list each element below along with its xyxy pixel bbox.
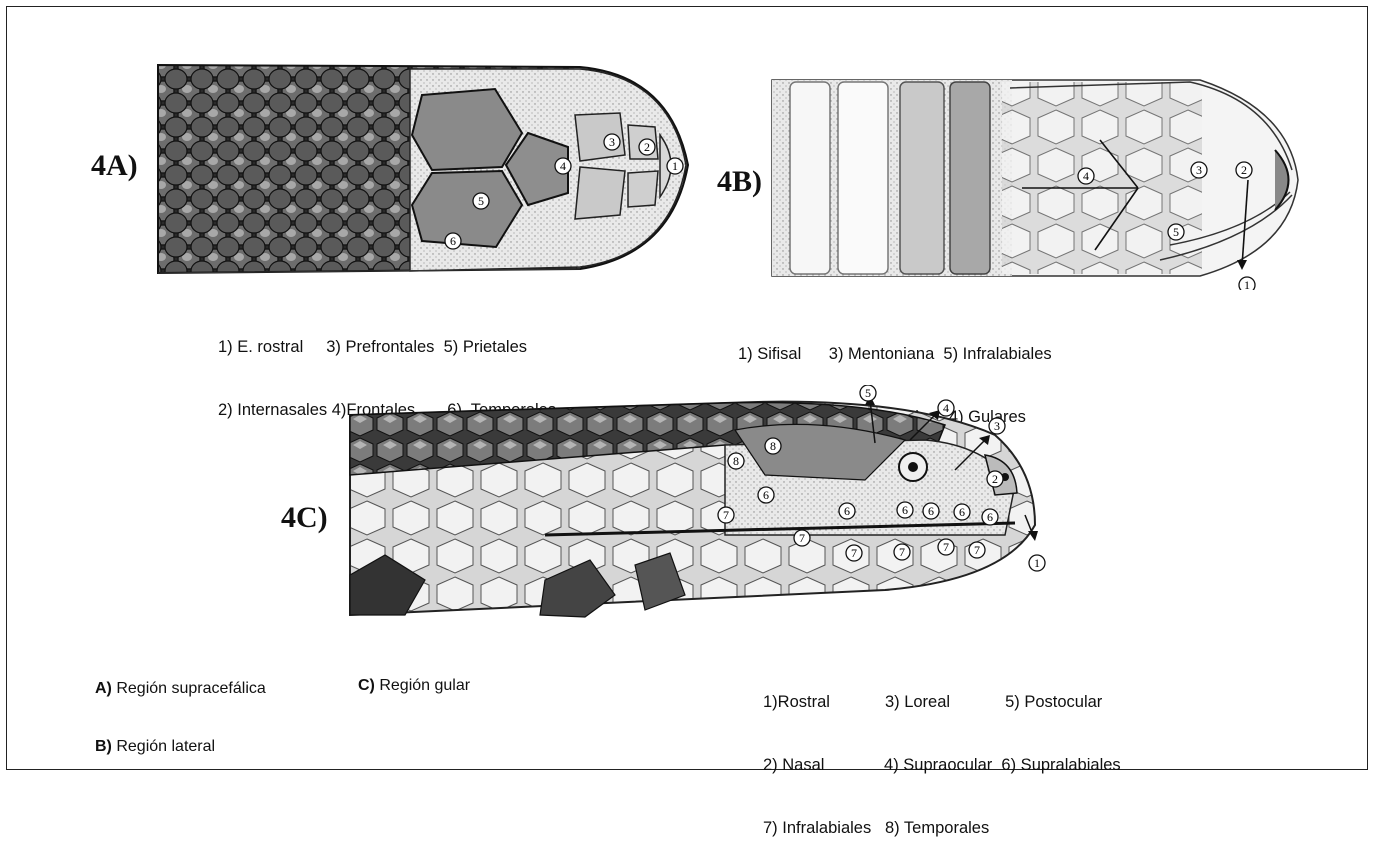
marker-4c-7: 7 <box>894 544 910 560</box>
svg-text:7: 7 <box>799 531 805 545</box>
marker-4c-2: 2 <box>987 471 1003 487</box>
marker-4a-3: 3 <box>604 134 620 150</box>
svg-text:2: 2 <box>644 140 650 154</box>
marker-4c-7: 7 <box>718 507 734 523</box>
marker-4c-8: 8 <box>728 453 744 469</box>
svg-text:3: 3 <box>994 419 1000 433</box>
figure-label-4a: 4A) <box>91 149 138 183</box>
marker-4c-7: 7 <box>969 542 985 558</box>
marker-4b-5: 5 <box>1168 224 1184 240</box>
marker-4b-1: 1 <box>1239 277 1255 290</box>
marker-4c-6: 6 <box>839 503 855 519</box>
marker-4c-6: 6 <box>982 509 998 525</box>
svg-text:6: 6 <box>928 504 934 518</box>
svg-text:5: 5 <box>1173 225 1179 239</box>
marker-4b-4: 4 <box>1078 168 1094 184</box>
svg-text:6: 6 <box>902 503 908 517</box>
region-key-a-letter: A) <box>95 680 112 697</box>
legend-4c-line-3: 7) Infralabiales 8) Temporales <box>763 818 1121 839</box>
region-key-c-letter: C) <box>358 677 375 694</box>
marker-4c-7: 7 <box>794 530 810 546</box>
svg-text:6: 6 <box>987 510 993 524</box>
marker-4c-3: 3 <box>989 418 1005 434</box>
svg-text:6: 6 <box>763 488 769 502</box>
svg-text:7: 7 <box>974 543 980 557</box>
svg-text:1: 1 <box>672 159 678 173</box>
svg-text:2: 2 <box>992 472 998 486</box>
region-key-b-letter: B) <box>95 738 112 755</box>
marker-4c-6: 6 <box>954 504 970 520</box>
legend-4c: 1)Rostral 3) Loreal 5) Postocular 2) Nas… <box>763 650 1121 860</box>
legend-4c-line-1: 1)Rostral 3) Loreal 5) Postocular <box>763 692 1121 713</box>
svg-text:7: 7 <box>943 540 949 554</box>
marker-4c-7: 7 <box>846 545 862 561</box>
svg-text:5: 5 <box>865 386 871 400</box>
marker-4b-2: 2 <box>1236 162 1252 178</box>
svg-text:7: 7 <box>899 545 905 559</box>
marker-4c-4: 4 <box>938 400 954 416</box>
figure-4c-illustration: 5 4 3 2 1 8 8 6 6 6 6 6 6 7 7 7 7 7 7 <box>345 385 1065 620</box>
marker-4c-6: 6 <box>897 502 913 518</box>
marker-4c-7: 7 <box>938 539 954 555</box>
marker-4c-6: 6 <box>923 503 939 519</box>
marker-4a-6: 6 <box>445 233 461 249</box>
svg-text:8: 8 <box>770 439 776 453</box>
svg-text:4: 4 <box>943 401 949 415</box>
svg-text:1: 1 <box>1244 278 1250 290</box>
svg-text:3: 3 <box>1196 163 1202 177</box>
svg-text:8: 8 <box>733 454 739 468</box>
marker-4c-8: 8 <box>765 438 781 454</box>
region-key-b-text: Región lateral <box>116 738 215 755</box>
svg-text:2: 2 <box>1241 163 1247 177</box>
svg-text:7: 7 <box>851 546 857 560</box>
marker-4a-4: 4 <box>555 158 571 174</box>
marker-4a-1: 1 <box>667 158 683 174</box>
figure-label-4c: 4C) <box>281 501 328 535</box>
svg-text:6: 6 <box>844 504 850 518</box>
region-key-b: B) Región lateral <box>95 738 215 756</box>
svg-text:1: 1 <box>1034 556 1040 570</box>
svg-text:4: 4 <box>560 159 566 173</box>
region-key-c-text: Región gular <box>379 677 470 694</box>
svg-text:5: 5 <box>478 194 484 208</box>
marker-4c-1: 1 <box>1029 555 1045 571</box>
svg-text:6: 6 <box>959 505 965 519</box>
marker-4a-5: 5 <box>473 193 489 209</box>
legend-4a-line-1: 1) E. rostral 3) Prefrontales 5) Prietal… <box>218 337 556 358</box>
region-key-c: C) Región gular <box>358 677 470 695</box>
figure-label-4b: 4B) <box>717 165 762 199</box>
svg-text:4: 4 <box>1083 169 1089 183</box>
marker-4c-6: 6 <box>758 487 774 503</box>
region-key-a: A) Región supracefálica <box>95 680 266 698</box>
marker-4c-5: 5 <box>860 385 876 401</box>
svg-text:6: 6 <box>450 234 456 248</box>
region-key-a-text: Región supracefálica <box>116 680 265 697</box>
marker-4b-3: 3 <box>1191 162 1207 178</box>
svg-text:7: 7 <box>723 508 729 522</box>
svg-text:3: 3 <box>609 135 615 149</box>
figure-4b-illustration: 4 3 2 5 1 <box>770 70 1315 290</box>
legend-4c-line-2: 2) Nasal 4) Supraocular 6) Supralabiales <box>763 755 1121 776</box>
marker-4a-2: 2 <box>639 139 655 155</box>
figure-4a-illustration: 3 2 1 4 5 6 <box>150 55 700 280</box>
legend-4b-line-1: 1) Sifisal 3) Mentoniana 5) Infralabiale… <box>738 344 1052 365</box>
